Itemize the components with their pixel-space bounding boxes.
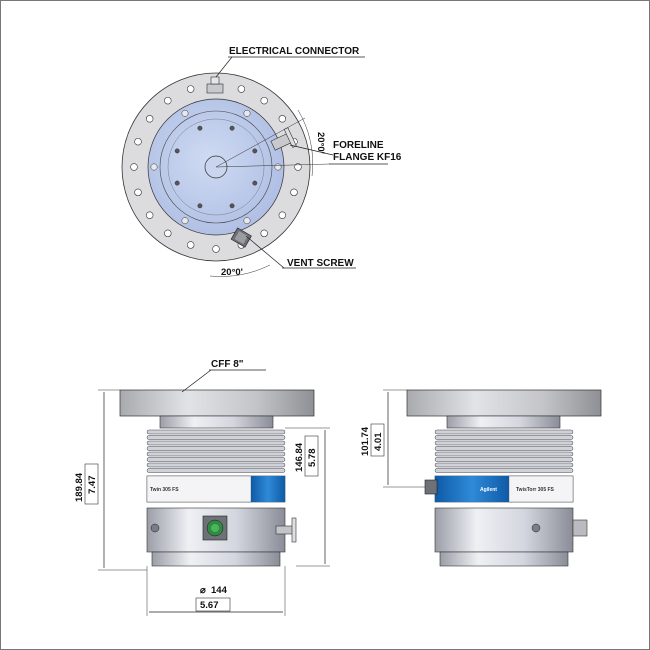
ring-screw (181, 217, 189, 225)
inner-screw-holes (150, 109, 282, 225)
brand-label: Agilent (480, 487, 497, 493)
height-in-label: 7.47 (87, 476, 98, 495)
bolt-hole (294, 163, 302, 171)
inner-screw-hole (252, 180, 258, 186)
offset-in-label: 4.01 (373, 432, 384, 451)
bolt-hole (145, 211, 154, 219)
bolt-hole (134, 188, 142, 197)
cooling-fin (146, 468, 286, 473)
ring-screw (150, 163, 158, 171)
side-vent-screw-icon (424, 479, 438, 495)
cooling-fin (146, 435, 286, 440)
inner-screw-hole (197, 125, 203, 131)
front-view: Twin 305 FS 189.84 7.47 146.84 5.78 ⌀ 14… (74, 359, 330, 616)
cooling-fin (146, 446, 286, 451)
cooling-fin (146, 451, 286, 457)
electrical-connector-label: ELECTRICAL CONNECTOR (229, 46, 360, 57)
ring-screw (181, 109, 189, 117)
ring-screw (274, 163, 282, 171)
diameter-mm-label: 144 (211, 585, 228, 596)
cooling-fin (434, 468, 574, 473)
cff-flange-label: CFF 8" (211, 359, 244, 370)
side-blue-label (435, 476, 509, 502)
height-mm-label: 189.84 (74, 472, 85, 502)
cooling-fin (434, 435, 574, 440)
side-connector-icon (572, 519, 588, 537)
side-screw-icon (531, 523, 541, 533)
side-lower-body (434, 507, 574, 553)
cooling-fin (434, 462, 574, 468)
bolt-hole (290, 188, 298, 197)
foreline-label-1: FORELINE (333, 140, 384, 151)
bolt-hole (164, 229, 172, 238)
cooling-fin (434, 446, 574, 451)
inner-screw-hole (174, 180, 180, 186)
cooling-fins (146, 429, 286, 473)
foreline-label-2: FLANGE KF16 (333, 152, 402, 163)
front-flange (119, 389, 315, 417)
inner-screw-hole (229, 125, 235, 131)
product-label: TwisTorr 305 FS (516, 487, 555, 493)
bolt-hole (134, 137, 142, 146)
front-foreline-stub-icon (275, 525, 295, 535)
cooling-fin (146, 429, 286, 435)
front-blue-label (251, 476, 285, 502)
ring-screw (243, 109, 251, 117)
inner-screw-hole (174, 148, 180, 154)
inner-ring-2 (167, 118, 265, 216)
bolt-hole (212, 245, 220, 253)
side-view: Agilent TwisTorr 305 FS 101.74 4.01 (360, 389, 602, 567)
bolt-hole (260, 96, 268, 105)
inner-screw-hole (252, 148, 258, 154)
cooling-fin (146, 457, 286, 462)
bolt-hole (278, 211, 287, 219)
cooling-fin (146, 440, 286, 446)
connector-stub-icon (206, 83, 224, 94)
bolt-hole (237, 85, 246, 93)
bolt-hole (260, 229, 268, 238)
front-screw-icon (150, 523, 160, 533)
cooling-fin (434, 429, 574, 435)
inner-ring (159, 110, 273, 224)
side-cooling-fins (434, 429, 574, 473)
body-height-in-label: 5.78 (307, 449, 318, 468)
angle-bottom-label: 20°0' (221, 267, 243, 278)
bolt-hole (186, 241, 195, 249)
bolt-hole (186, 85, 195, 93)
bolt-hole (164, 96, 172, 105)
cooling-fin (434, 440, 574, 446)
cooling-fin (434, 457, 574, 462)
inner-screw-hole (229, 203, 235, 209)
inner-screw-hole (197, 203, 203, 209)
top-view: ELECTRICAL CONNECTOR FORELINE FLANGE KF1… (121, 46, 402, 278)
cooling-fin (434, 451, 574, 457)
vent-screw-label: VENT SCREW (287, 258, 354, 269)
diameter-in-label: 5.67 (200, 600, 219, 611)
bolt-hole (145, 115, 154, 123)
ring-screw (243, 217, 251, 225)
front-label-text: Twin 305 FS (150, 487, 179, 493)
diameter-symbol: ⌀ (200, 585, 206, 596)
vent-screw-icon (230, 227, 252, 248)
offset-mm-label: 101.74 (360, 426, 371, 456)
bolt-hole (130, 163, 138, 171)
angle-right-label: 20°0' (315, 132, 326, 154)
cooling-fin (146, 462, 286, 468)
body-height-mm-label: 146.84 (294, 442, 305, 472)
bolt-hole (278, 115, 287, 123)
side-flange (406, 389, 602, 417)
